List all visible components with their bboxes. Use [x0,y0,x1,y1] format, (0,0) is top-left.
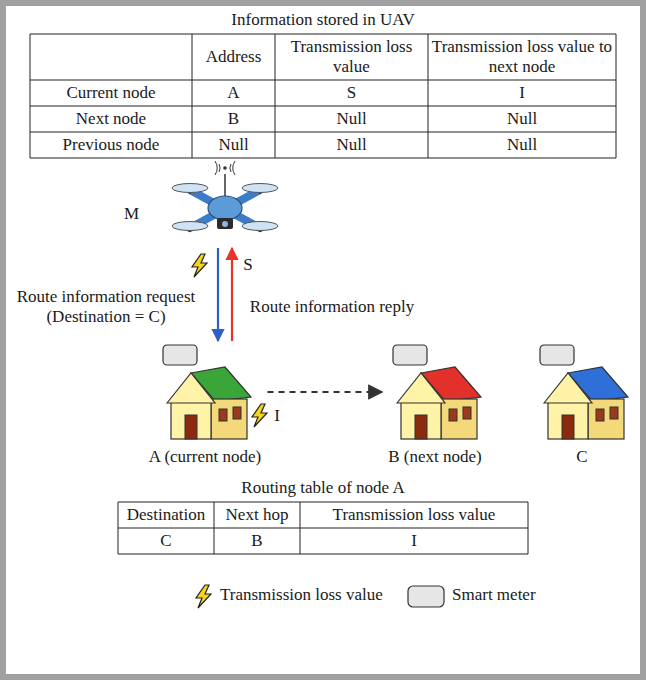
table-title-box: Routing table of node A [30,476,616,500]
edge-label-box: Route information reply [242,284,422,330]
table-cell-box: C [118,528,214,554]
table-cell: Null [507,135,537,155]
row-header-box: Next node [30,106,192,132]
uav-node: M [118,158,280,246]
table-cell: Null [507,109,537,129]
loss-label: I [274,406,280,426]
routing-table-grid [118,502,528,554]
table-cell-box: A [192,80,275,106]
loss-label: S [243,255,252,275]
house-node: B (next node) [384,343,486,471]
column-header: Transmission loss value to next node [428,37,616,76]
edge-label: Route information request (Destination =… [6,287,206,326]
house-icon [532,343,632,443]
table-cell: I [519,83,525,103]
loss-label-box: I [268,405,286,427]
table-cell-box: I [300,528,528,554]
legend-text: Transmission loss value [220,585,383,604]
lightning-icon [192,254,207,277]
column-header-box: Next hop [214,502,300,528]
column-header-box: Transmission loss value [275,34,428,80]
column-header: Destination [127,505,205,525]
table-cell: C [160,531,171,551]
table-cell-box: Null [275,132,428,158]
table-cell: A [227,83,239,103]
edge-label-box: Route information request (Destination =… [6,284,206,330]
row-header-box: Current node [30,80,192,106]
row-header: Previous node [63,135,160,155]
column-header: Transmission loss value [333,505,496,525]
table-cell: Null [336,135,366,155]
table-cell-box: B [214,528,300,554]
table-cell: B [251,531,262,551]
connector-arrow [268,391,383,393]
legend-meter [408,586,444,607]
smart-meter [393,345,427,365]
connector-arrow [217,248,219,341]
column-header-box: Destination [118,502,214,528]
smart-meter [540,345,574,365]
column-header-box: Address [192,34,275,80]
node-label: B (next node) [384,447,486,467]
table-cell-box: Null [275,106,428,132]
table-title-box: Information stored in UAV [30,6,616,33]
table-cell: I [411,531,417,551]
column-header: Next hop [226,505,289,525]
table-cell: B [228,109,239,129]
connector-arrow [231,248,233,341]
legend-text: Smart meter [452,585,536,604]
table-cell-box: Null [192,132,275,158]
table-cell: Null [336,109,366,129]
table-title: Routing table of node A [241,478,404,498]
column-header: Transmission loss value [275,37,428,76]
house-icon [385,343,485,443]
column-header: Address [206,47,262,67]
edge-label: Route information reply [250,297,414,317]
column-header-box: Transmission loss value to next node [428,34,616,80]
table-cell: Null [218,135,248,155]
table-cell-box: Null [428,132,616,158]
node-label: A (current node) [145,447,266,467]
lightning-icon [252,404,267,427]
legend-entry: Transmission loss value [220,585,383,605]
node-label: C [532,447,632,467]
table-title: Information stored in UAV [231,10,414,30]
table-cell-box: Null [428,106,616,132]
uav-table-grid [30,34,616,158]
house-icon [155,343,255,443]
node-label: M [124,204,139,224]
row-header: Current node [66,83,155,103]
row-header-box: Previous node [30,132,192,158]
loss-label-box: S [238,254,258,276]
legend-entry: Smart meter [452,585,536,605]
column-header-box: Transmission loss value [300,502,528,528]
legend-lightning [196,585,211,608]
frame [3,3,643,677]
house-node: C [532,343,632,471]
house-node: A (current node) [145,343,266,471]
smart-meter [163,345,197,365]
table-cell-box: S [275,80,428,106]
uav-icon [170,158,280,246]
table-cell-box: I [428,80,616,106]
table-cell-box: B [192,106,275,132]
row-header: Next node [76,109,146,129]
table-cell: S [347,83,356,103]
